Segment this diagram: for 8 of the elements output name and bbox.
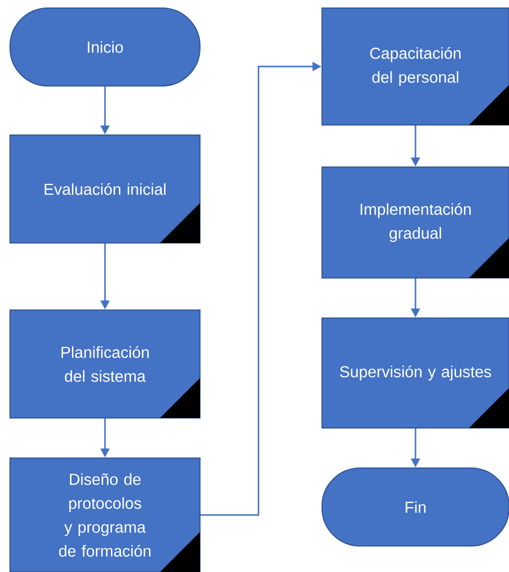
terminal-pill: Inicio: [10, 8, 200, 86]
process-box: Capacitación del personal: [322, 8, 509, 126]
process-box: Planificación del sistema: [10, 310, 200, 418]
process-box: Evaluación inicial: [10, 134, 200, 244]
process-box: Diseño de protocolos y programa de formación: [10, 458, 200, 572]
terminal-pill: Fin: [322, 468, 509, 546]
process-box: Supervisión y ajustes: [322, 318, 509, 428]
process-box: Implementación gradual: [322, 166, 509, 278]
